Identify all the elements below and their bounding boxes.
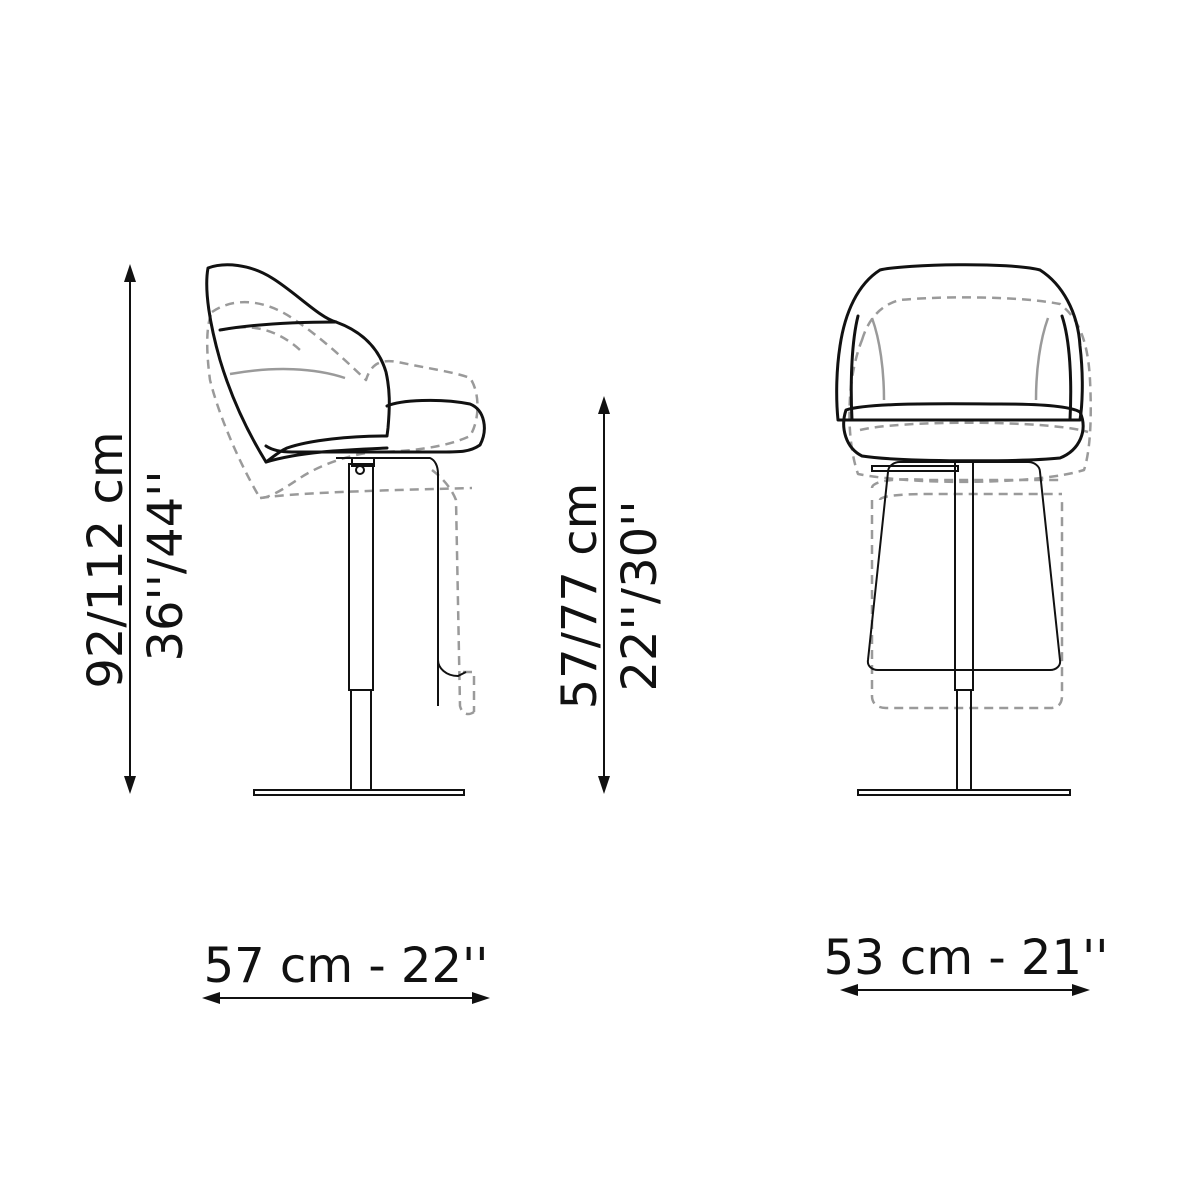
total-height-in-label: 36''/44'' — [138, 470, 194, 661]
front-view-backrest — [835, 263, 1084, 422]
side-depth-label: 57 cm - 22'' — [204, 938, 489, 994]
side-view-inner-seam — [229, 367, 346, 380]
front-view-seat-cushion — [842, 402, 1085, 463]
side-view-column-lower — [350, 689, 372, 791]
seat-height-cm-label: 57/77 cm — [552, 483, 608, 710]
total-height-dimension — [124, 264, 136, 794]
side-view-backrest — [205, 263, 391, 464]
side-view-base-plate — [253, 789, 465, 796]
front-view-base-plate — [857, 789, 1071, 796]
total-height-cm-label: 92/112 cm — [78, 431, 134, 688]
front-view-lowered-position — [848, 296, 1092, 710]
front-width-label: 53 cm - 21'' — [824, 930, 1109, 986]
side-view-column-upper — [348, 463, 374, 691]
front-width-dimension — [840, 984, 1090, 996]
side-depth-dimension — [202, 992, 490, 1004]
side-view-seam — [218, 320, 338, 332]
front-view-column-upper — [954, 461, 974, 691]
front-view-column-lower — [956, 689, 972, 791]
side-view-seat-cushion — [264, 398, 486, 454]
front-view — [835, 263, 1092, 796]
side-view-lowered-position — [205, 301, 479, 716]
front-view-footrest — [866, 461, 1062, 671]
seat-height-dimension — [598, 396, 610, 794]
seat-height-in-label: 22''/30'' — [612, 500, 668, 691]
side-view — [205, 263, 486, 796]
